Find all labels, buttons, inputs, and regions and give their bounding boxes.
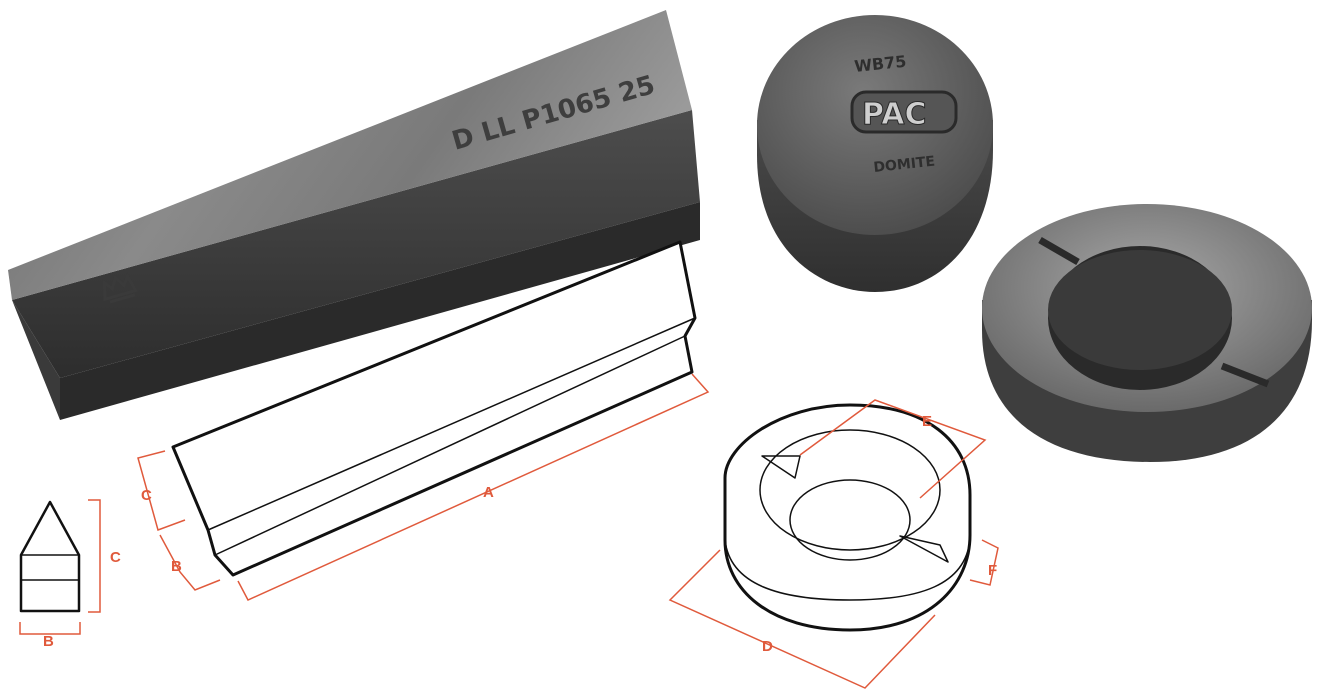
bar-line-drawing: [171, 240, 697, 577]
bar-photo-top-face: [8, 10, 692, 300]
puck-badge-text: PAC: [862, 97, 926, 132]
label-b-bar: B: [171, 558, 182, 575]
dim-line-a: [237, 373, 710, 601]
cross-dim-c: [88, 499, 101, 613]
cross-section-outline: [19, 500, 81, 613]
ring-dimension-lines: [668, 399, 999, 689]
ring-photo-slot-left: [1038, 236, 1080, 266]
puck-badge: [850, 90, 958, 134]
label-a: A: [483, 484, 494, 501]
ring-drawing-inner-top: [759, 429, 941, 551]
bar-photo-bottom-edge: [60, 202, 700, 420]
dim-line-e: [799, 399, 987, 499]
label-e: E: [922, 413, 932, 430]
puck-bottom-text: DOMITE: [873, 154, 936, 176]
label-d: D: [762, 638, 773, 655]
ring-drawing-outer: [723, 403, 972, 632]
ring-drawing-hole: [789, 479, 911, 561]
ring-line-drawing: [723, 403, 972, 632]
label-f: F: [988, 562, 997, 579]
label-c-bar: C: [141, 487, 152, 504]
cross-dim-b: [19, 622, 81, 635]
bar-photo-side-face: [12, 110, 700, 378]
puck-photo: WB75 PAC DOMITE: [757, 15, 993, 292]
label-b-cross: B: [43, 633, 54, 650]
crown-logo-icon: [102, 272, 138, 304]
bar-cross-section: [19, 499, 101, 635]
dim-line-b: [159, 534, 221, 591]
bar-photo: D LL P1065 25: [8, 10, 700, 420]
bar-dimension-lines: [137, 373, 710, 601]
ring-photo-slot-right: [1220, 362, 1270, 388]
dim-line-d: [668, 549, 936, 689]
ring-photo: [982, 204, 1312, 462]
dim-line-f: [969, 539, 999, 586]
label-c-cross: C: [110, 549, 121, 566]
dim-line-c: [137, 450, 186, 531]
